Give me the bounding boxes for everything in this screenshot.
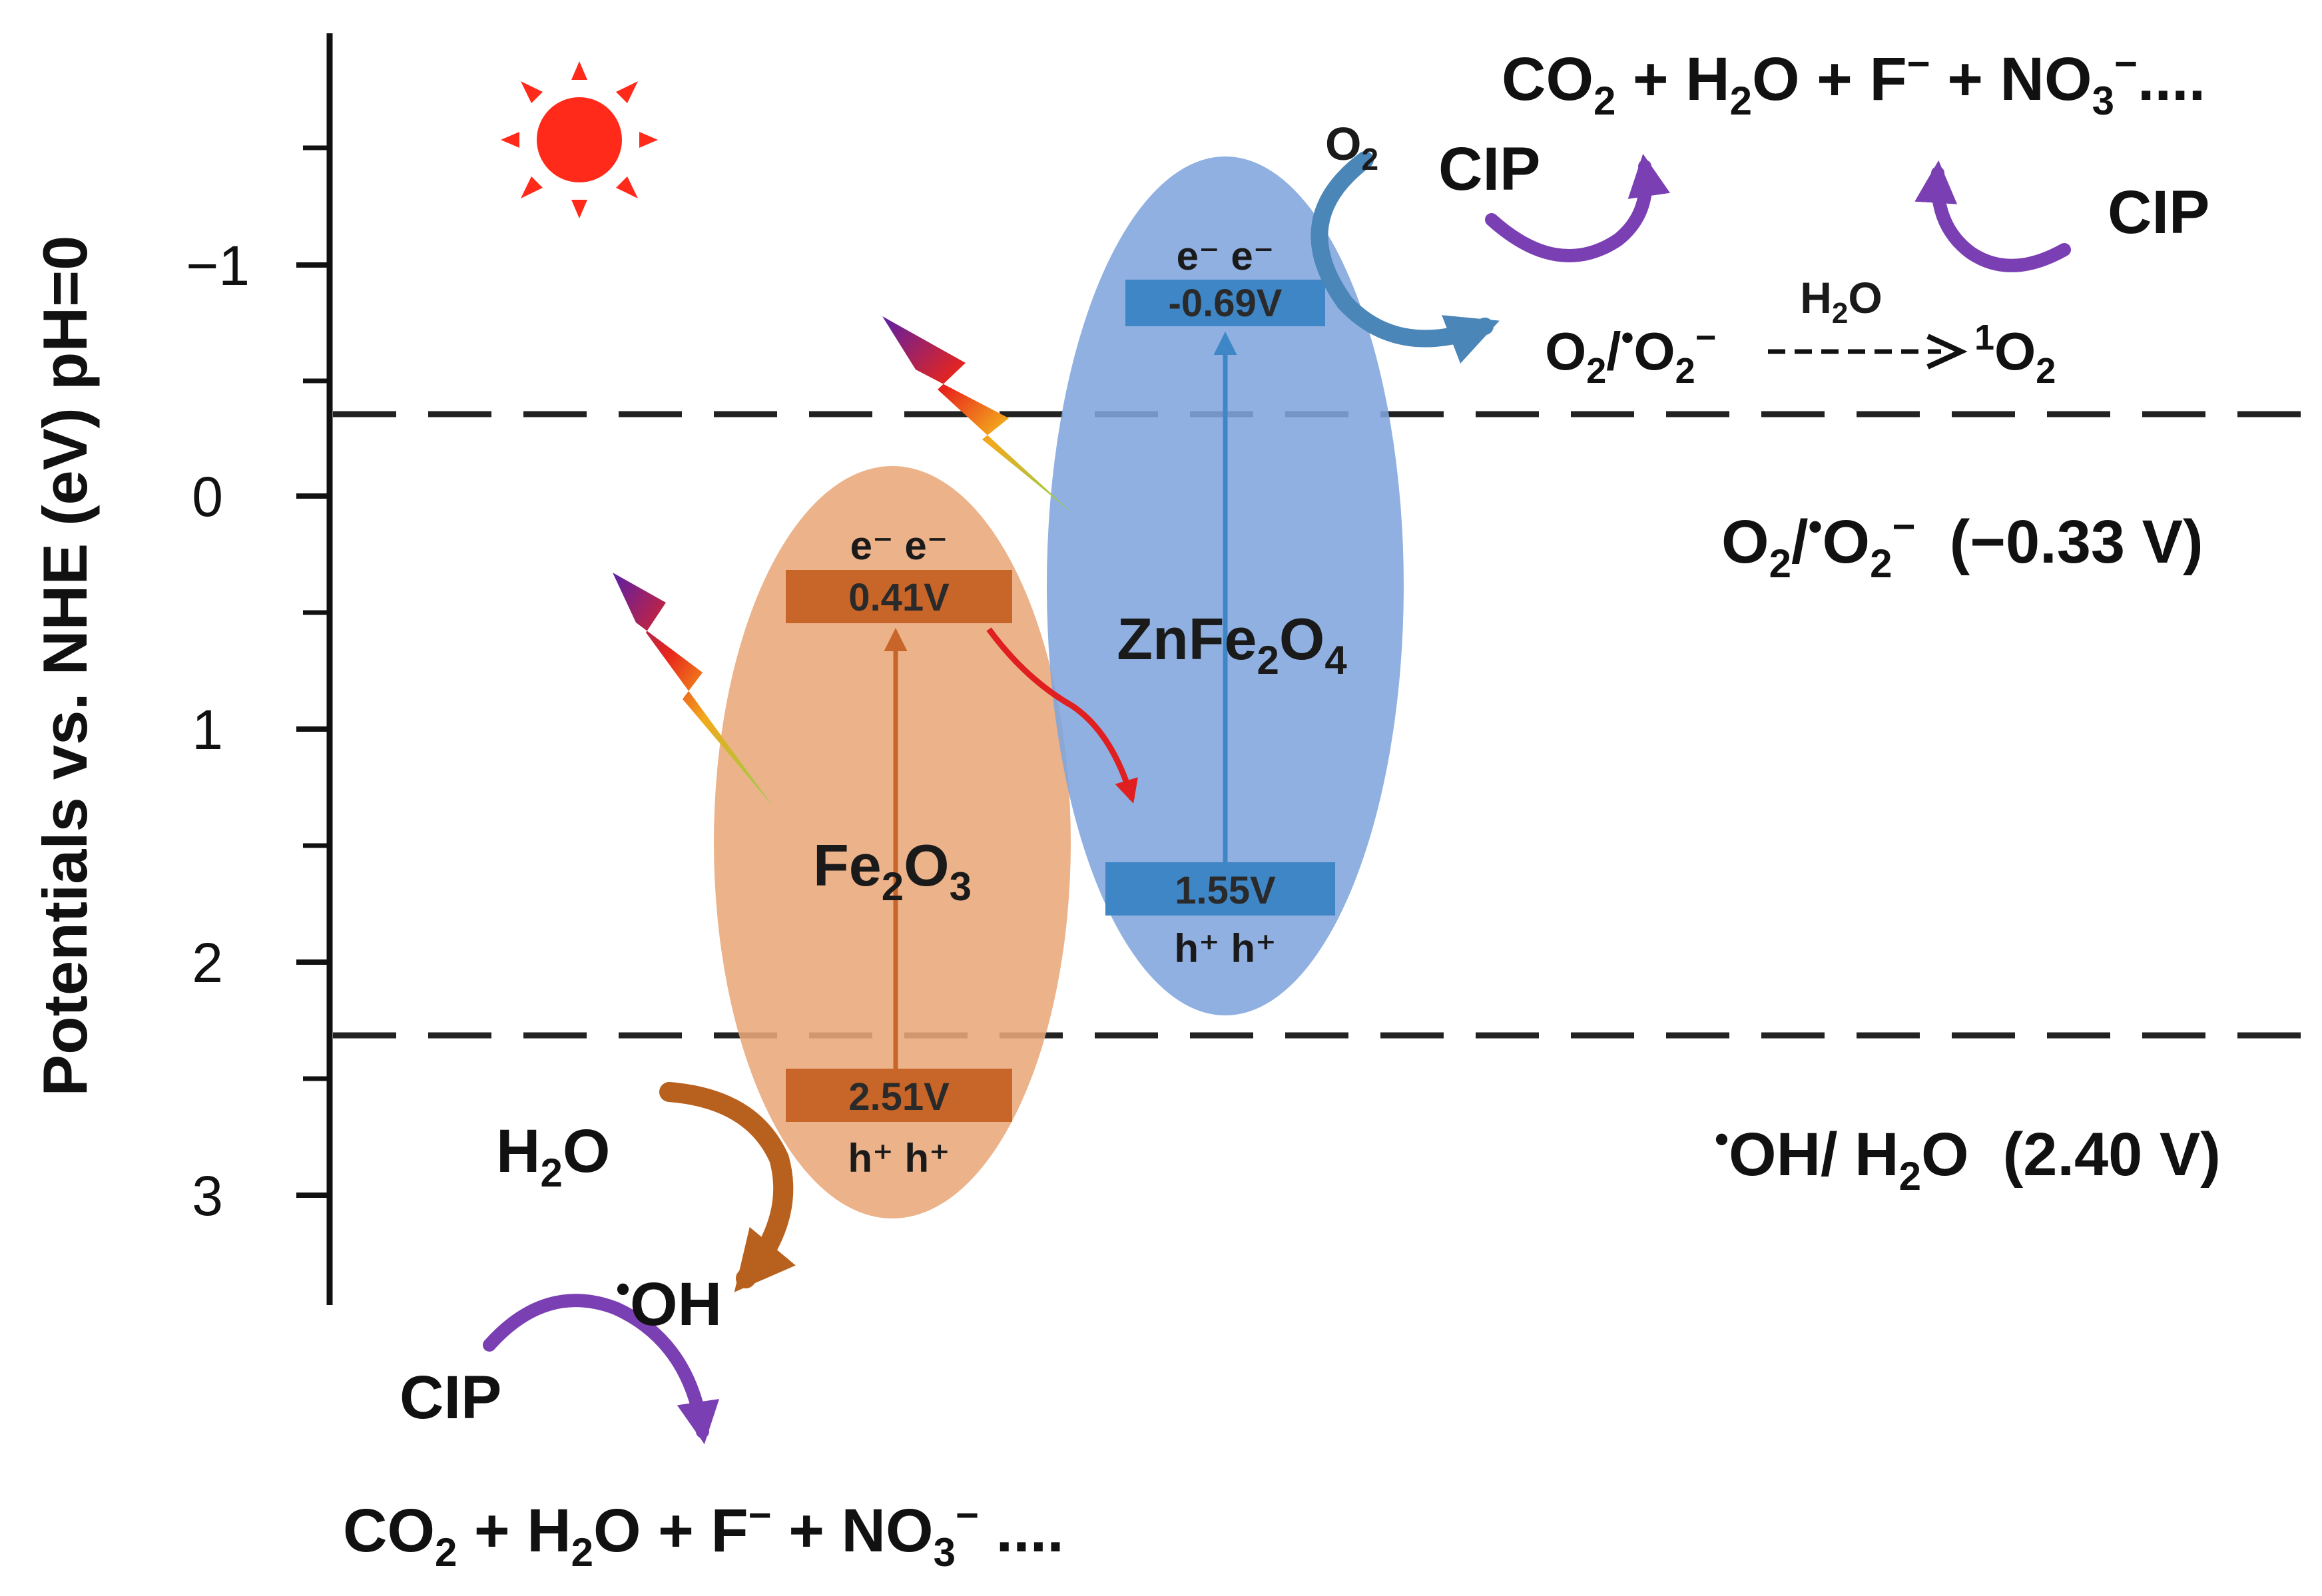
lightning-icon [882, 316, 1072, 513]
fe2o3-cb-electrons: e⁻ e⁻ [850, 523, 948, 568]
cip-label: CIP [400, 1364, 501, 1432]
y-tick-label: 2 [192, 931, 223, 994]
hydroxyl-potential-label: •OH/ H2O (2.40 V) [1715, 1117, 2221, 1198]
lightning-icon [613, 573, 772, 806]
singlet-oxygen-label: 1O2 [1974, 318, 2056, 391]
y-tick-label: 0 [192, 465, 223, 528]
sun-icon [501, 61, 658, 218]
znfe2o4-conduction-band [1125, 280, 1325, 326]
znfe2o4-label: ZnFe2O4 [1117, 606, 1347, 682]
znfe2o4-vb-value: 1.55V [1175, 869, 1276, 912]
y-tick-label: −1 [186, 234, 250, 297]
y-tick-label: 3 [192, 1165, 223, 1227]
fe2o3-label: Fe2O3 [813, 832, 972, 909]
y-axis-title: Potentials vs. NHE (eV) pH=0 [30, 236, 100, 1097]
znfe2o4-cb-value: -0.69V [1169, 282, 1283, 325]
cip-degradation-arrow [1485, 153, 1670, 262]
fe2o3-vb-holes: h⁺ h⁺ [848, 1136, 950, 1181]
hydroxyl-radical-label: •OH [616, 1266, 722, 1338]
o2-label: O2 [1325, 118, 1378, 176]
water-oxidation-arrow [659, 1082, 796, 1292]
fe2o3-conduction-band [786, 570, 1012, 623]
top-products-label: CO2 + H2O + F− + NO3−.... [1502, 41, 2205, 123]
znfe2o4-valence-band [1105, 862, 1335, 916]
superoxide-potential-label: O2/•O2− (−0.33 V) [1721, 504, 2203, 586]
fe2o3-vb-value: 2.51V [848, 1075, 950, 1119]
y-tick-label: 1 [192, 698, 223, 761]
fe2o3-valence-band [786, 1069, 1012, 1122]
o2-reduction-arrow [1310, 151, 1500, 364]
electron-transfer-arrow [986, 627, 1138, 804]
znfe2o4-cb-electrons: e⁻ e⁻ [1177, 234, 1275, 278]
fe2o3-cb-value: 0.41V [848, 576, 950, 619]
fe2o3-ellipse [714, 466, 1071, 1218]
cip-label: CIP [2108, 178, 2209, 246]
dashed-conversion-arrowhead [1926, 334, 1968, 370]
water-label: H2O [496, 1117, 610, 1195]
h2o-over-arrow-label: H2O [1800, 273, 1883, 330]
cip-label: CIP [1438, 135, 1540, 203]
cip-degradation-arrow [1914, 160, 2071, 272]
cip-degradation-arrow [483, 1294, 720, 1444]
superoxide-label: O2/•O2− [1545, 318, 1716, 391]
bottom-products-label: CO2 + H2O + F− + NO3− .... [343, 1493, 1064, 1575]
znfe2o4-vb-holes: h⁺ h⁺ [1174, 926, 1276, 971]
